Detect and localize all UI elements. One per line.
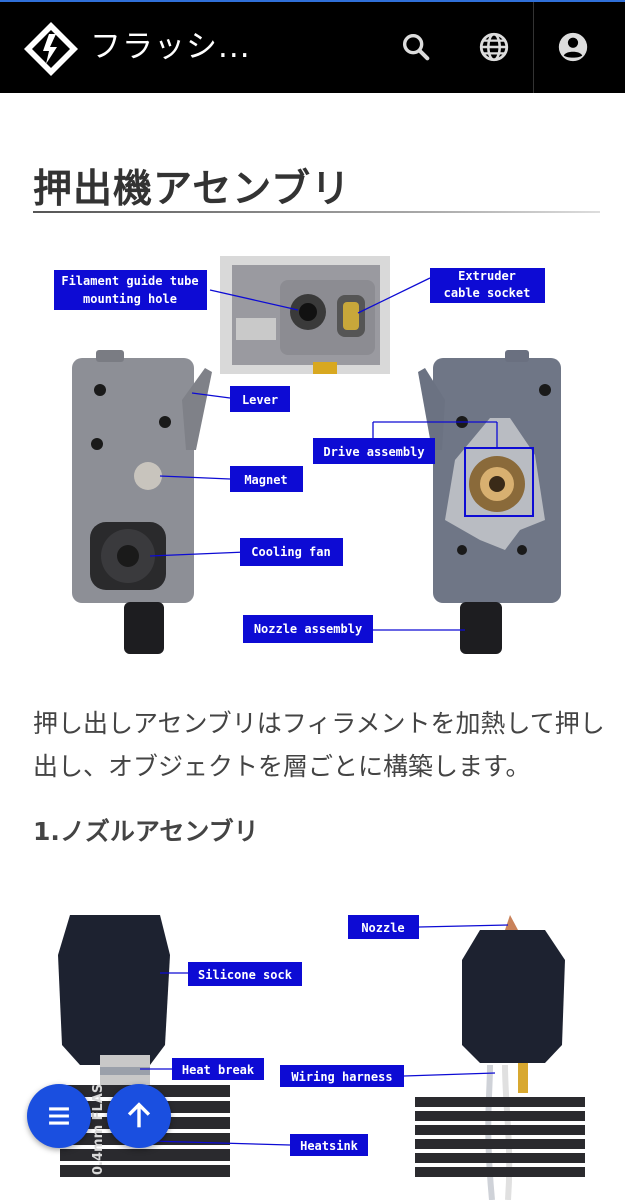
- svg-text:Lever: Lever: [242, 393, 278, 407]
- title-divider: [33, 211, 600, 213]
- label-drive-assembly: [313, 438, 435, 464]
- body-text: 押し出しアセンブリはフィラメントを加熱して押し出し、オブジェクトを層ごとに構築し…: [33, 709, 605, 781]
- logo-icon[interactable]: [22, 20, 80, 78]
- search-icon: [402, 33, 430, 61]
- svg-text:0.4mm FLAS: 0.4mm FLAS: [91, 1084, 106, 1175]
- menu-icon: [49, 1107, 69, 1125]
- label-heatsink: [290, 1134, 368, 1156]
- label-nozzle: [348, 915, 419, 939]
- silicone-sock-right: [462, 930, 565, 1063]
- label-wiring-harness: [280, 1065, 404, 1087]
- menu-button[interactable]: [27, 1084, 91, 1148]
- svg-text:Cooling fan: Cooling fan: [251, 545, 330, 559]
- section-heading-nozzle: 1.ノズルアセンブリ: [33, 817, 259, 846]
- svg-text:mounting hole: mounting hole: [83, 292, 177, 306]
- svg-text:Heat break: Heat break: [182, 1063, 255, 1077]
- svg-text:Nozzle assembly: Nozzle assembly: [254, 622, 362, 636]
- page-title: 押出機アセンブリ: [33, 167, 352, 212]
- label-nozzle-assembly: [243, 615, 373, 643]
- search-button[interactable]: [393, 24, 439, 70]
- label-guide-tube: [54, 270, 207, 310]
- label-lever: [230, 386, 290, 412]
- svg-text:cable socket: cable socket: [444, 286, 531, 300]
- label-magnet: [230, 466, 303, 492]
- svg-text:Nozzle: Nozzle: [361, 921, 404, 935]
- header-divider: [533, 2, 534, 93]
- label-extruder-socket: [430, 268, 545, 303]
- silicone-sock-left: [58, 915, 170, 1065]
- svg-text:Wiring harness: Wiring harness: [291, 1070, 392, 1084]
- arrow-up-icon: [127, 1102, 151, 1128]
- site-header: フラッシ...: [0, 2, 625, 93]
- top-accent-line: [0, 0, 625, 2]
- label-cooling-fan: [240, 538, 343, 566]
- account-icon: [558, 32, 588, 62]
- label-silicone-sock: [188, 962, 302, 986]
- nozzle-diagram: 0.4mm FLAS Silicone sock Heat break: [0, 905, 625, 1200]
- globe-icon: [479, 32, 509, 62]
- language-button[interactable]: [471, 24, 517, 70]
- account-button[interactable]: [550, 24, 596, 70]
- scroll-to-top-button[interactable]: [107, 1084, 171, 1148]
- svg-text:Silicone sock: Silicone sock: [198, 968, 293, 982]
- site-title[interactable]: フラッシ...: [90, 29, 251, 65]
- svg-text:Magnet: Magnet: [244, 473, 287, 487]
- svg-text:Drive assembly: Drive assembly: [323, 445, 424, 459]
- extruder-diagram: Filament guide tube mounting hole Extrud…: [0, 250, 625, 670]
- svg-text:Heatsink: Heatsink: [300, 1139, 359, 1153]
- svg-text:Extruder: Extruder: [458, 269, 516, 283]
- svg-text:Filament guide tube: Filament guide tube: [61, 274, 198, 288]
- label-heat-break: [172, 1058, 264, 1080]
